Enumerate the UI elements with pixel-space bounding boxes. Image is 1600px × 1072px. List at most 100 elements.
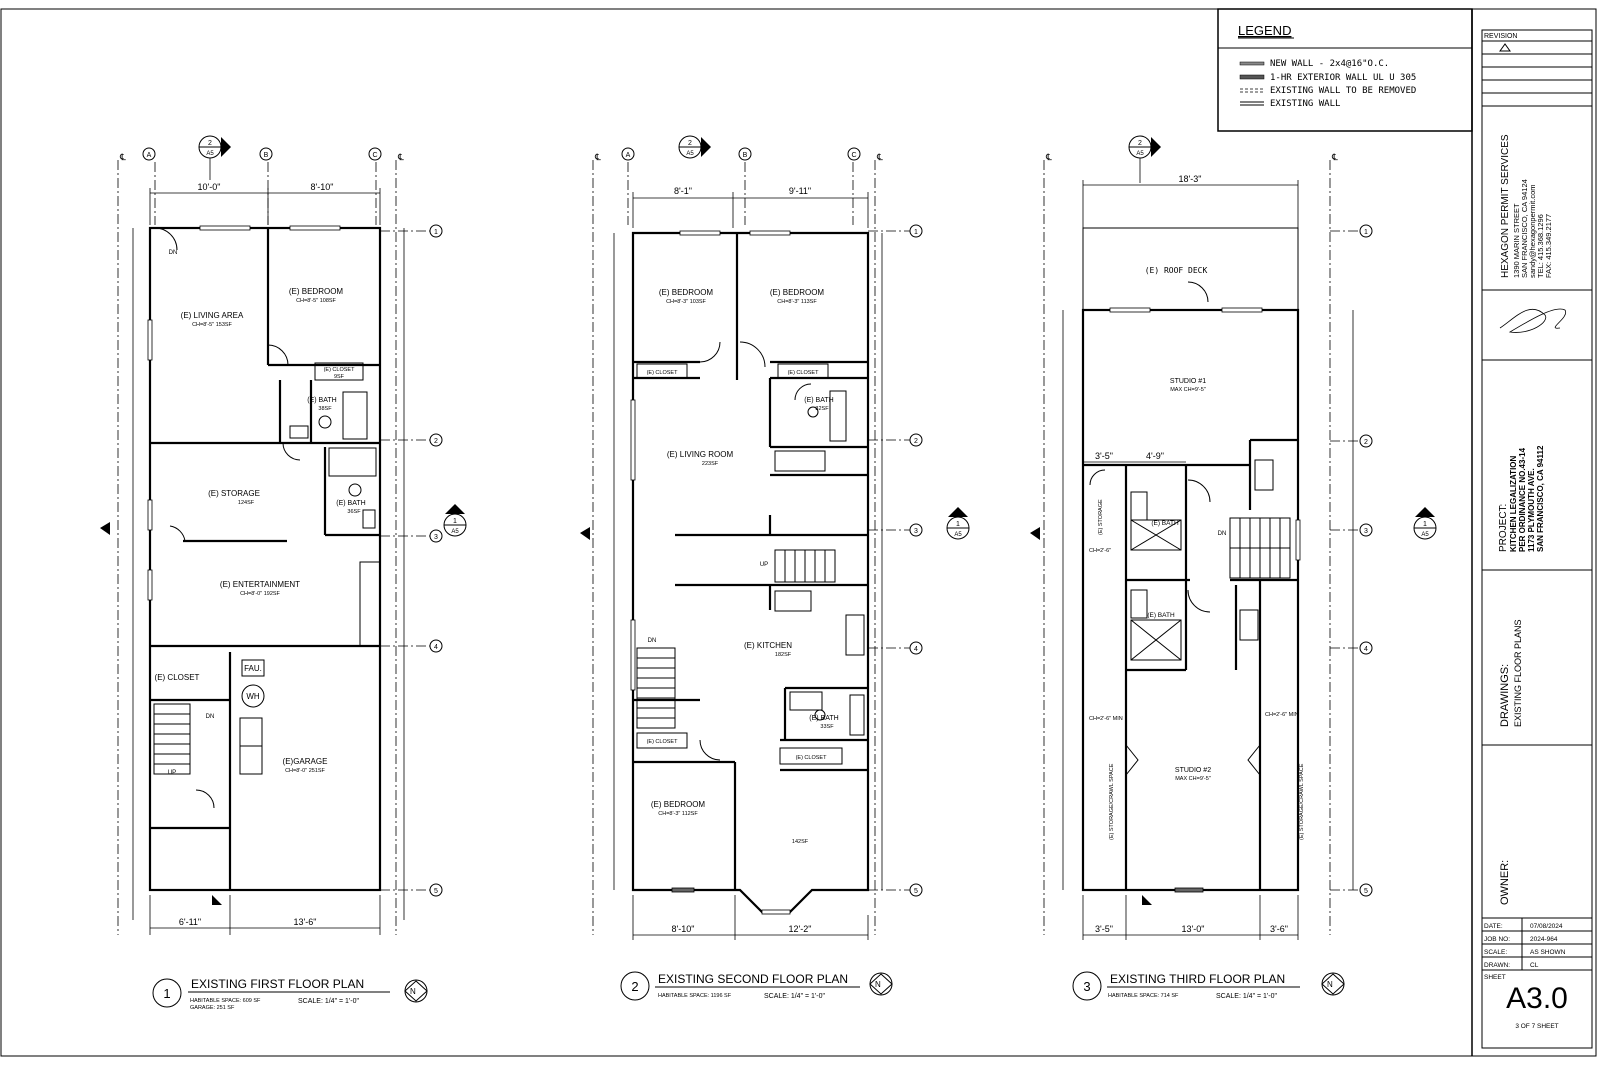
room-label: (E) BATH [307, 397, 336, 404]
stair-label: DN [169, 250, 178, 256]
dimension-label: 12'-2" [789, 924, 812, 934]
sheet-border [0, 8, 1597, 1057]
plan-note: GARAGE: 251 SF [190, 1005, 235, 1011]
room-stats: CH=8'-5" 108SF [296, 298, 336, 304]
plan-note: HABITABLE SPACE: 714 SF [1108, 993, 1179, 999]
company-address1: 1390 MARIN STREET [1512, 203, 1521, 278]
room-label: (E)GARAGE [283, 757, 328, 766]
center-line-mark: ℄ [1331, 152, 1338, 162]
grid-bubble-label: 1 [434, 229, 438, 236]
room-stats: CH=8'-5" 153SF [192, 322, 232, 328]
project-line4: SAN FRANCISCO, CA 94112 [1536, 445, 1545, 552]
grid-bubble-label: A [626, 152, 631, 159]
sheet-label: SHEET [1484, 974, 1506, 981]
drawings-value: EXISTING FLOOR PLANS [1513, 619, 1523, 727]
section-marker-label: A5 [451, 529, 459, 535]
plan-title: EXISTING THIRD FLOOR PLAN [1110, 972, 1285, 986]
room-label: (E) BEDROOM [659, 288, 714, 297]
signature-image [1499, 308, 1566, 333]
company-tel: TEL: 415.368.1296 [1536, 214, 1545, 278]
grid-bubble-label: 2 [1364, 439, 1368, 446]
dimension-label: 9'-11" [789, 186, 811, 196]
plan-number: 2 [631, 979, 638, 994]
room-label: STUDIO #1 [1170, 378, 1206, 385]
grid-bubble-label: 3 [434, 534, 438, 541]
center-line-mark: ℄ [876, 152, 883, 162]
room-stats: 124SF [238, 500, 255, 506]
center-line-mark: ℄ [594, 152, 601, 162]
room-label: (E) BATH [809, 715, 838, 722]
plan-note: HABITABLE SPACE: 1196 SF [658, 993, 732, 999]
legend-item: NEW WALL - 2x4@16"O.C. [1270, 59, 1389, 69]
info-key: DRAWN: [1484, 962, 1510, 969]
room-stats: 32SF [815, 406, 829, 412]
room-label: (E) LIVING ROOM [667, 450, 734, 459]
legend-title: LEGEND [1238, 23, 1291, 38]
company-name: HEXAGON PERMIT SERVICES [1500, 134, 1511, 278]
grid-bubble-label: 1 [1364, 229, 1368, 236]
sheet-number: A3.0 [1506, 982, 1568, 1015]
legend-item: EXISTING WALL TO BE REMOVED [1270, 86, 1416, 96]
room-stats: 38SF [318, 406, 332, 412]
plan-scale: SCALE: 1/4" = 1'-0" [298, 998, 359, 1005]
room-stats: CH=8'-0" 192SF [240, 591, 280, 597]
room-label: (E) STORAGE [1098, 499, 1104, 535]
dimension-label: 13'-6" [294, 917, 317, 927]
dimension-label: 8'-10" [672, 924, 695, 934]
room-label: (E) BATH [336, 500, 365, 507]
plan-number: 1 [163, 986, 170, 1001]
stair-label: UP [168, 770, 176, 776]
project-line3: 1173 PLYMOUTH AVE. [1527, 468, 1536, 552]
stair-label: DN [206, 714, 215, 720]
dimension-label: 4'-9" [1146, 451, 1164, 461]
room-label: (E) LIVING AREA [181, 311, 244, 320]
room-label: (E) CLOSET [155, 673, 200, 682]
room-stats: 36SF [347, 509, 361, 515]
dimension-label: 3'-5" [1095, 924, 1113, 934]
room-label: (E) BEDROOM [770, 288, 825, 297]
room-stats: CH=2'-6" MIN [1089, 716, 1123, 722]
legend-item: EXISTING WALL [1270, 99, 1340, 109]
grid-bubble-label: 2 [434, 438, 438, 445]
north-arrow-label: N [410, 987, 416, 996]
room-stats: 223SF [702, 461, 719, 467]
section-marker-label: 2 [688, 140, 692, 147]
plan-title: EXISTING FIRST FLOOR PLAN [191, 977, 364, 991]
room-label: (E) BATH [1147, 612, 1175, 619]
fau-label: FAU. [244, 664, 262, 673]
room-label: (E) STORAGE/CRAWL SPACE [1299, 763, 1305, 840]
project-line2: PER ORDINANCE NO.43-14 [1518, 447, 1527, 552]
grid-bubble-label: 5 [434, 888, 438, 895]
room-label: (E) CLOSET [647, 370, 679, 376]
north-arrow-label: N [875, 980, 881, 989]
info-key: DATE: [1484, 923, 1503, 930]
section-marker-label: A5 [206, 151, 214, 157]
center-line-mark: ℄ [119, 152, 126, 162]
room-label: (E) BATH [1151, 520, 1179, 527]
dimension-label: 8'-10" [311, 182, 334, 192]
room-stats: 142SF [792, 839, 809, 845]
room-label: (E) BEDROOM [651, 800, 706, 809]
section-marker-label: A5 [1421, 532, 1429, 538]
grid-bubble-label: 4 [434, 644, 438, 651]
room-label: (E) CLOSET [788, 370, 820, 376]
stair-label: UP [760, 562, 768, 568]
legend: LEGEND NEW WALL - 2x4@16"O.C. 1-HR EXTER… [1217, 8, 1473, 132]
company-fax: FAX: 415.349.2177 [1544, 214, 1553, 278]
info-value: CL [1530, 962, 1539, 969]
section-marker-label: A5 [954, 532, 962, 538]
grid-bubble-label: C [851, 152, 856, 159]
info-value: 07/08/2024 [1530, 923, 1563, 930]
section-marker-label: 2 [208, 140, 212, 147]
room-label: (E) STORAGE/CRAWL SPACE [1109, 763, 1115, 840]
room-label: (E) BATH [804, 397, 833, 404]
room-stats: CH=8'-3" 113SF [777, 299, 817, 305]
room-stats: 33SF [820, 724, 834, 730]
dimension-label: 13'-0" [1182, 924, 1205, 934]
grid-bubble-label: 3 [914, 528, 918, 535]
first-floor-plan: A B C ℄ ℄ 2 A5 10'-0" 8'-10" 1 2 3 4 5 1… [100, 135, 467, 1011]
grid-bubble-label: B [264, 152, 269, 159]
center-line-mark: ℄ [1045, 152, 1052, 162]
